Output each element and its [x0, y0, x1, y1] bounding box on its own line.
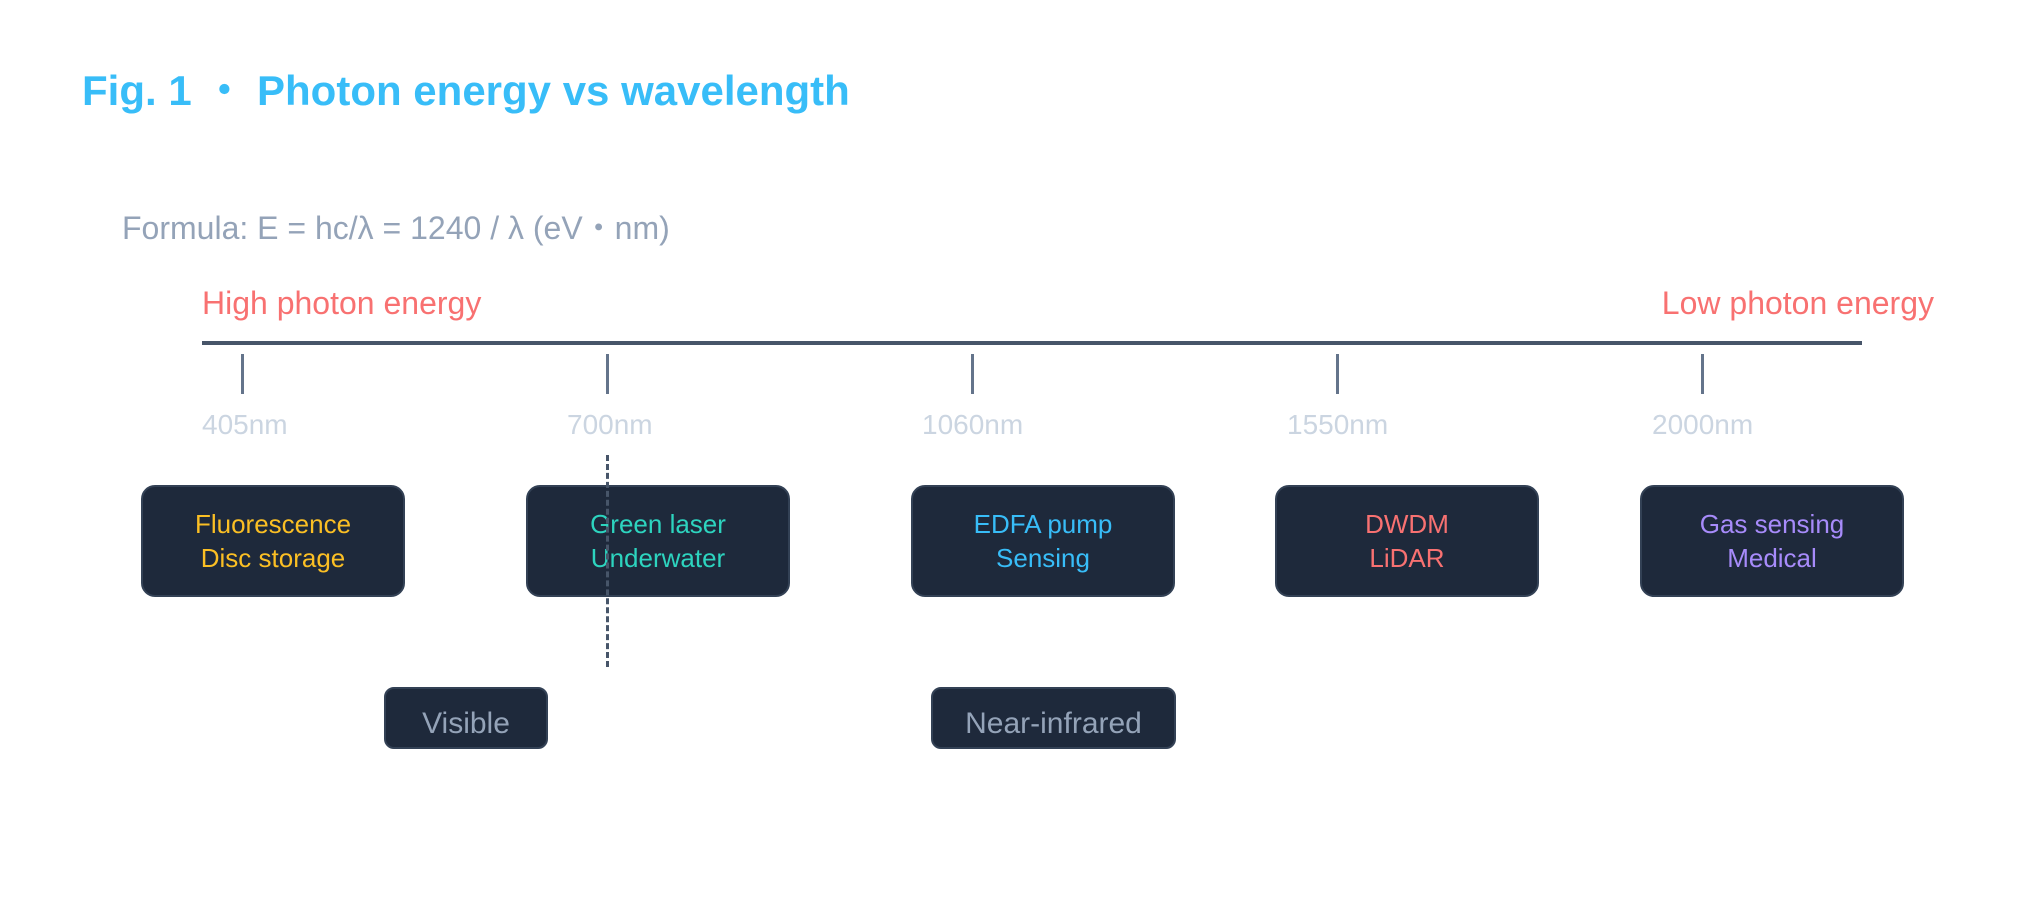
application-line-1: DWDM — [1365, 509, 1449, 539]
tick-label-2000nm: 2000nm — [1652, 409, 1754, 440]
application-box-1060nm: EDFA pump Sensing — [911, 485, 1175, 597]
application-line-1: EDFA pump — [973, 509, 1113, 539]
region-near-infrared: Near-infrared — [931, 687, 1176, 749]
tick-label-405nm: 405nm — [202, 409, 288, 440]
tick-405nm — [241, 354, 244, 394]
formula-text: Formula: E = hc/λ = 1240 / λ (eV・nm) — [122, 210, 670, 246]
application-line-2: Disc storage — [200, 543, 346, 573]
figure-title: Fig. 1 ・ Photon energy vs wavelength — [82, 67, 850, 114]
tick-label-700nm: 700nm — [567, 409, 653, 440]
tick-label-1550nm: 1550nm — [1287, 409, 1389, 440]
tick-2000nm — [1701, 354, 1704, 394]
tick-1060nm — [971, 354, 974, 394]
visible-boundary-marker — [606, 455, 609, 667]
application-line-2: Sensing — [996, 543, 1090, 573]
tick-1550nm — [1336, 354, 1339, 394]
application-line-1: Fluorescence — [194, 509, 352, 539]
tick-label-1060nm: 1060nm — [922, 409, 1024, 440]
low-energy-label: Low photon energy — [1661, 285, 1934, 321]
tick-700nm — [606, 354, 609, 394]
application-box-700nm: Green laser Underwater — [526, 485, 790, 597]
application-box-2000nm: Gas sensing Medical — [1640, 485, 1904, 597]
application-box-1550nm: DWDM LiDAR — [1275, 485, 1539, 597]
application-line-1: Green laser — [590, 509, 726, 539]
application-line-2: LiDAR — [1369, 543, 1445, 573]
region-visible: Visible — [384, 687, 548, 749]
application-line-2: Underwater — [590, 543, 726, 573]
wavelength-axis — [202, 341, 1862, 345]
application-box-405nm: Fluorescence Disc storage — [141, 485, 405, 597]
application-line-1: Gas sensing — [1699, 509, 1845, 539]
high-energy-label: High photon energy — [202, 285, 482, 321]
application-line-2: Medical — [1727, 543, 1817, 573]
